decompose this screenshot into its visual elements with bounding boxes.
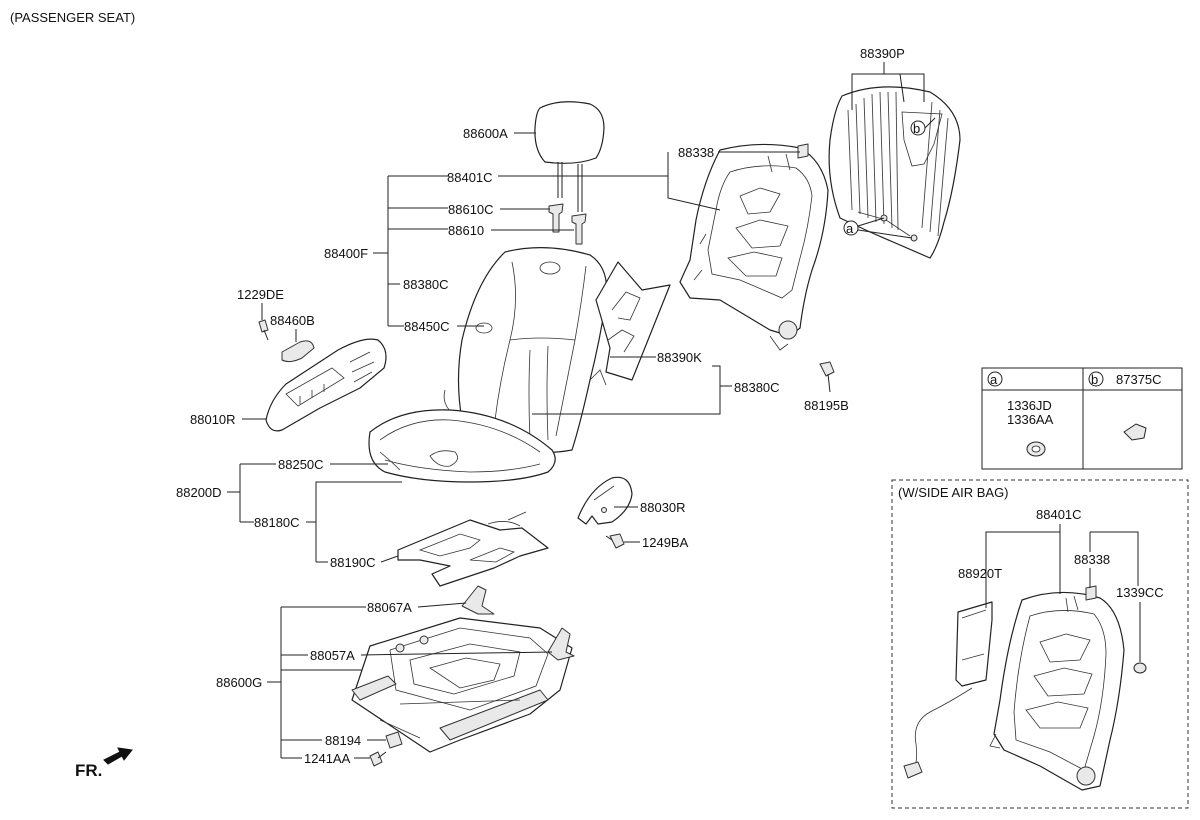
diagram-title: (PASSENGER SEAT) bbox=[10, 10, 135, 25]
label-1241AA: 1241AA bbox=[304, 751, 351, 766]
headrest-88600A bbox=[534, 101, 605, 212]
label-1249BA: 1249BA bbox=[642, 535, 689, 550]
inset-title: (W/SIDE AIR BAG) bbox=[898, 485, 1009, 500]
svg-text:a: a bbox=[846, 221, 854, 236]
label-88380C-lower: 88380C bbox=[734, 380, 780, 395]
label-88030R: 88030R bbox=[640, 500, 686, 515]
label-1229DE: 1229DE bbox=[237, 287, 284, 302]
legend-key-a: a bbox=[990, 372, 998, 387]
bracket-88057A bbox=[547, 627, 575, 661]
cushion-heater-pad-88190C bbox=[397, 511, 549, 587]
label-88194: 88194 bbox=[325, 733, 361, 748]
front-direction-marker: FR. bbox=[75, 747, 133, 780]
callout-a-marker: a bbox=[843, 217, 913, 239]
screw-1241AA bbox=[369, 751, 387, 767]
inset-label-88401C: 88401C bbox=[1036, 507, 1082, 522]
seatback-cushion bbox=[443, 247, 608, 454]
clip-icon bbox=[1123, 423, 1147, 441]
label-88250C: 88250C bbox=[278, 457, 324, 472]
part-88194 bbox=[385, 731, 403, 749]
legend-table: a b 87375C 1336JD 1336AA bbox=[981, 367, 1183, 470]
label-88180C: 88180C bbox=[254, 515, 300, 530]
inset-seatback-frame bbox=[989, 585, 1125, 791]
label-88067A: 88067A bbox=[367, 600, 412, 615]
headrest-guide-88610C bbox=[548, 203, 564, 233]
svg-text:b: b bbox=[913, 121, 920, 136]
headrest-guide-88610 bbox=[571, 213, 587, 245]
label-88401C: 88401C bbox=[447, 170, 493, 185]
label-88195B: 88195B bbox=[804, 398, 849, 413]
lever-88460B bbox=[281, 340, 315, 363]
inset-label-88920T: 88920T bbox=[958, 566, 1002, 581]
bracket-88067A bbox=[461, 585, 495, 615]
label-88390K: 88390K bbox=[657, 350, 702, 365]
screw-1229DE bbox=[258, 319, 269, 341]
side-airbag-inset: (W/SIDE AIR BAG) 88401C 88338 bbox=[891, 479, 1189, 809]
side-cover-88030R bbox=[577, 476, 633, 525]
label-88610: 88610 bbox=[448, 223, 484, 238]
seat-cushion-frame-88600G bbox=[351, 617, 573, 753]
label-88600G: 88600G bbox=[216, 675, 262, 690]
label-88190C: 88190C bbox=[330, 555, 376, 570]
bolt-88195B bbox=[819, 361, 835, 393]
legend-key-b: b bbox=[1091, 372, 1098, 387]
label-88390P: 88390P bbox=[860, 46, 905, 61]
svg-text:FR.: FR. bbox=[75, 761, 102, 780]
label-88400F: 88400F bbox=[324, 246, 368, 261]
label-88338: 88338 bbox=[678, 145, 714, 160]
label-88450C: 88450C bbox=[404, 319, 450, 334]
legend-part-87375C: 87375C bbox=[1116, 372, 1162, 387]
label-88380C-upper: 88380C bbox=[403, 277, 449, 292]
label-88460B: 88460B bbox=[270, 313, 315, 328]
side-shield-88010R bbox=[265, 338, 387, 432]
grommet-icon bbox=[1026, 441, 1046, 457]
nut-1339CC bbox=[1133, 662, 1147, 674]
label-88010R: 88010R bbox=[190, 412, 236, 427]
side-airbag-module-88920T bbox=[903, 601, 993, 779]
legend-part-1336AA: 1336AA bbox=[1007, 412, 1054, 427]
seatback-board-88390P bbox=[828, 86, 961, 259]
seatback-frame-88401C bbox=[679, 143, 829, 351]
inset-label-88338: 88338 bbox=[1074, 552, 1110, 567]
callout-b-marker: b bbox=[910, 117, 936, 136]
label-88600A: 88600A bbox=[463, 126, 508, 141]
seat-cushion bbox=[368, 409, 556, 483]
label-88610C: 88610C bbox=[448, 202, 494, 217]
label-88200D: 88200D bbox=[176, 485, 222, 500]
inset-label-1339CC: 1339CC bbox=[1116, 585, 1164, 600]
legend-part-1336JD: 1336JD bbox=[1007, 398, 1052, 413]
label-88057A: 88057A bbox=[310, 648, 355, 663]
seatback-heater-pad-88390K bbox=[589, 261, 671, 386]
screw-1249BA bbox=[605, 533, 625, 549]
